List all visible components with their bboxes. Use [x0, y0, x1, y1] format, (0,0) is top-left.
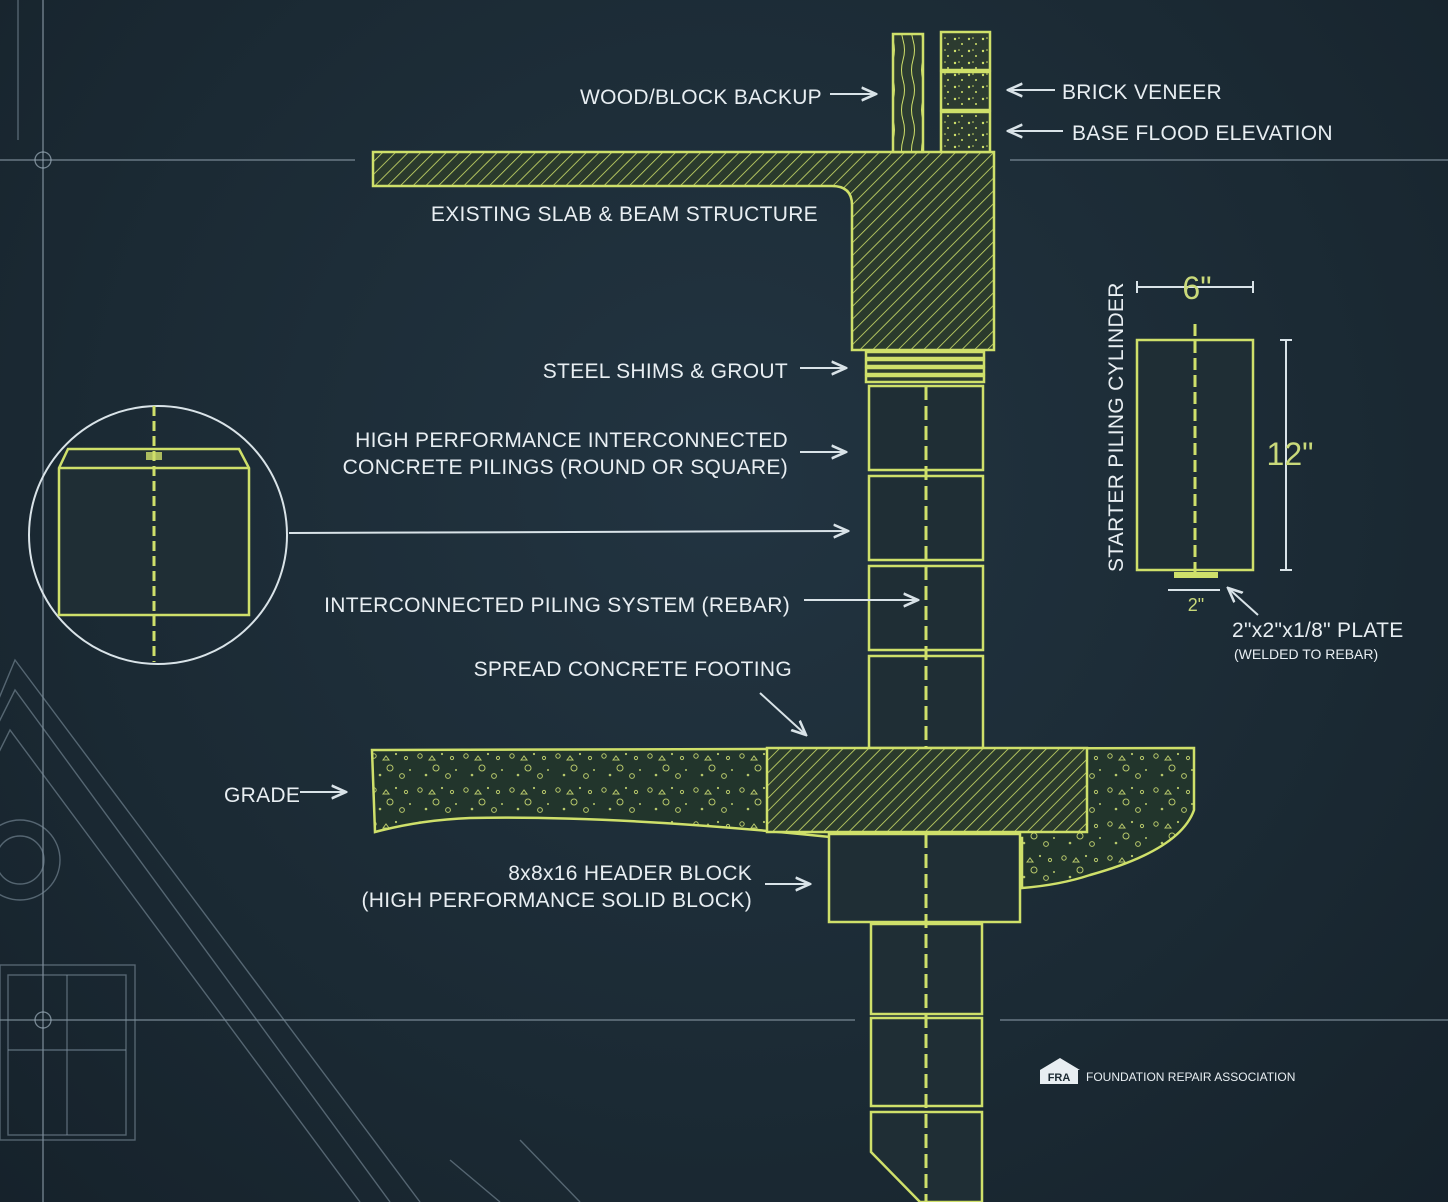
brick-veneer [939, 30, 992, 154]
label-grade: GRADE [224, 784, 300, 807]
label-brick-veneer: BRICK VENEER [1062, 81, 1222, 104]
label-existing-slab: EXISTING SLAB & BEAM STRUCTURE [431, 203, 818, 226]
dimension-plate: 2" [1188, 595, 1204, 615]
slab-beam-structure [371, 150, 996, 352]
dimension-width: 6" [1182, 270, 1211, 306]
fra-logo: FRA [1040, 1058, 1080, 1084]
brand-name: FOUNDATION REPAIR ASSOCIATION [1086, 1070, 1295, 1084]
spread-concrete-footing [765, 746, 1089, 834]
fra-logo-text: FRA [1048, 1072, 1071, 1084]
label-wood-block-backup: WOOD/BLOCK BACKUP [580, 86, 822, 109]
starter-piling-detail [1135, 281, 1292, 616]
label-header-line2: (HIGH PERFORMANCE SOLID BLOCK) [361, 889, 752, 912]
label-spread-footing: SPREAD CONCRETE FOOTING [474, 658, 792, 681]
wood-block-backup [891, 32, 925, 154]
label-piling-system: INTERCONNECTED PILING SYSTEM (REBAR) [324, 594, 790, 617]
label-base-flood-elevation: BASE FLOOD ELEVATION [1072, 122, 1333, 145]
steel-shims [864, 350, 986, 384]
circle-detail [28, 405, 848, 665]
plate-label-line2: (WELDED TO REBAR) [1234, 646, 1378, 662]
label-steel-shims: STEEL SHIMS & GROUT [543, 360, 788, 383]
label-pilings-line1: HIGH PERFORMANCE INTERCONNECTED [355, 429, 788, 452]
leader-arrows [300, 90, 1063, 884]
label-header-line1: 8x8x16 HEADER BLOCK [508, 862, 752, 885]
plate-label-line1: 2"x2"x1/8" PLATE [1232, 619, 1404, 642]
label-pilings-line2: CONCRETE PILINGS (ROUND OR SQUARE) [343, 456, 788, 479]
dimension-height: 12" [1267, 436, 1314, 472]
starter-piling-title: STARTER PILING CYLINDER [1105, 282, 1128, 572]
